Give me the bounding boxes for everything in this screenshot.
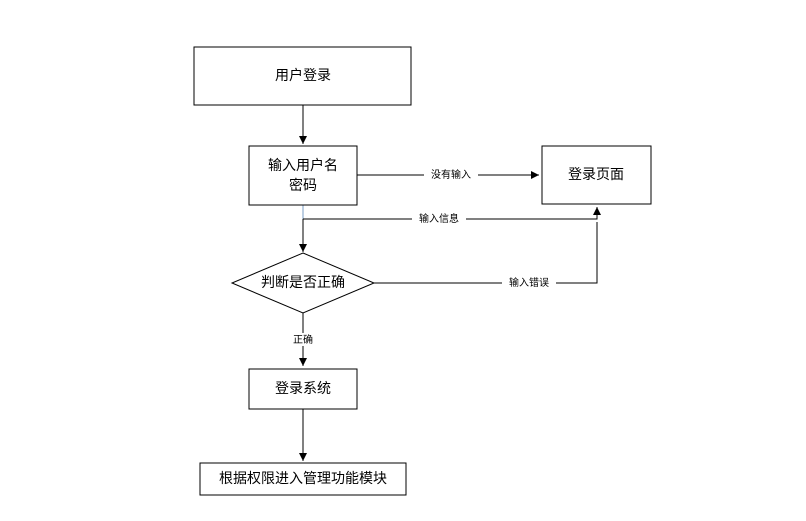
node-check-correct-label: 判断是否正确 [261, 275, 345, 291]
edge-check-error-to-login-page [374, 222, 598, 284]
node-check-correct: 判断是否正确 [230, 252, 376, 314]
node-user-login-label: 用户登录 [275, 67, 331, 84]
node-permission-modules: 根据权限进入管理功能模块 [199, 462, 407, 496]
edge-label-no-input: 没有输入 [431, 168, 471, 181]
node-login-system: 登录系统 [248, 368, 358, 410]
nodes: 用户登录 输入用户名 密码 登录页面 判断是否正确 登录系统 根据权限进入管理功… [193, 46, 652, 496]
edge-labels: 没有输入 输入信息 输入错误 正确 [288, 168, 556, 346]
edge-label-input-info: 输入信息 [419, 212, 459, 225]
node-input-credentials: 输入用户名 密码 [248, 145, 358, 206]
node-user-login: 用户登录 [193, 46, 412, 106]
node-login-page: 登录页面 [541, 145, 652, 205]
node-login-system-label: 登录系统 [275, 381, 331, 397]
edges [299, 105, 601, 461]
edge-label-correct: 正确 [293, 333, 313, 346]
node-input-credentials-line1: 输入用户名 [268, 157, 338, 174]
node-login-page-label: 登录页面 [568, 167, 624, 183]
edge-input-info-to-login-page [303, 207, 601, 220]
node-permission-modules-label: 根据权限进入管理功能模块 [219, 471, 387, 487]
node-input-credentials-line2: 密码 [289, 177, 317, 194]
edge-label-input-error: 输入错误 [509, 276, 549, 289]
